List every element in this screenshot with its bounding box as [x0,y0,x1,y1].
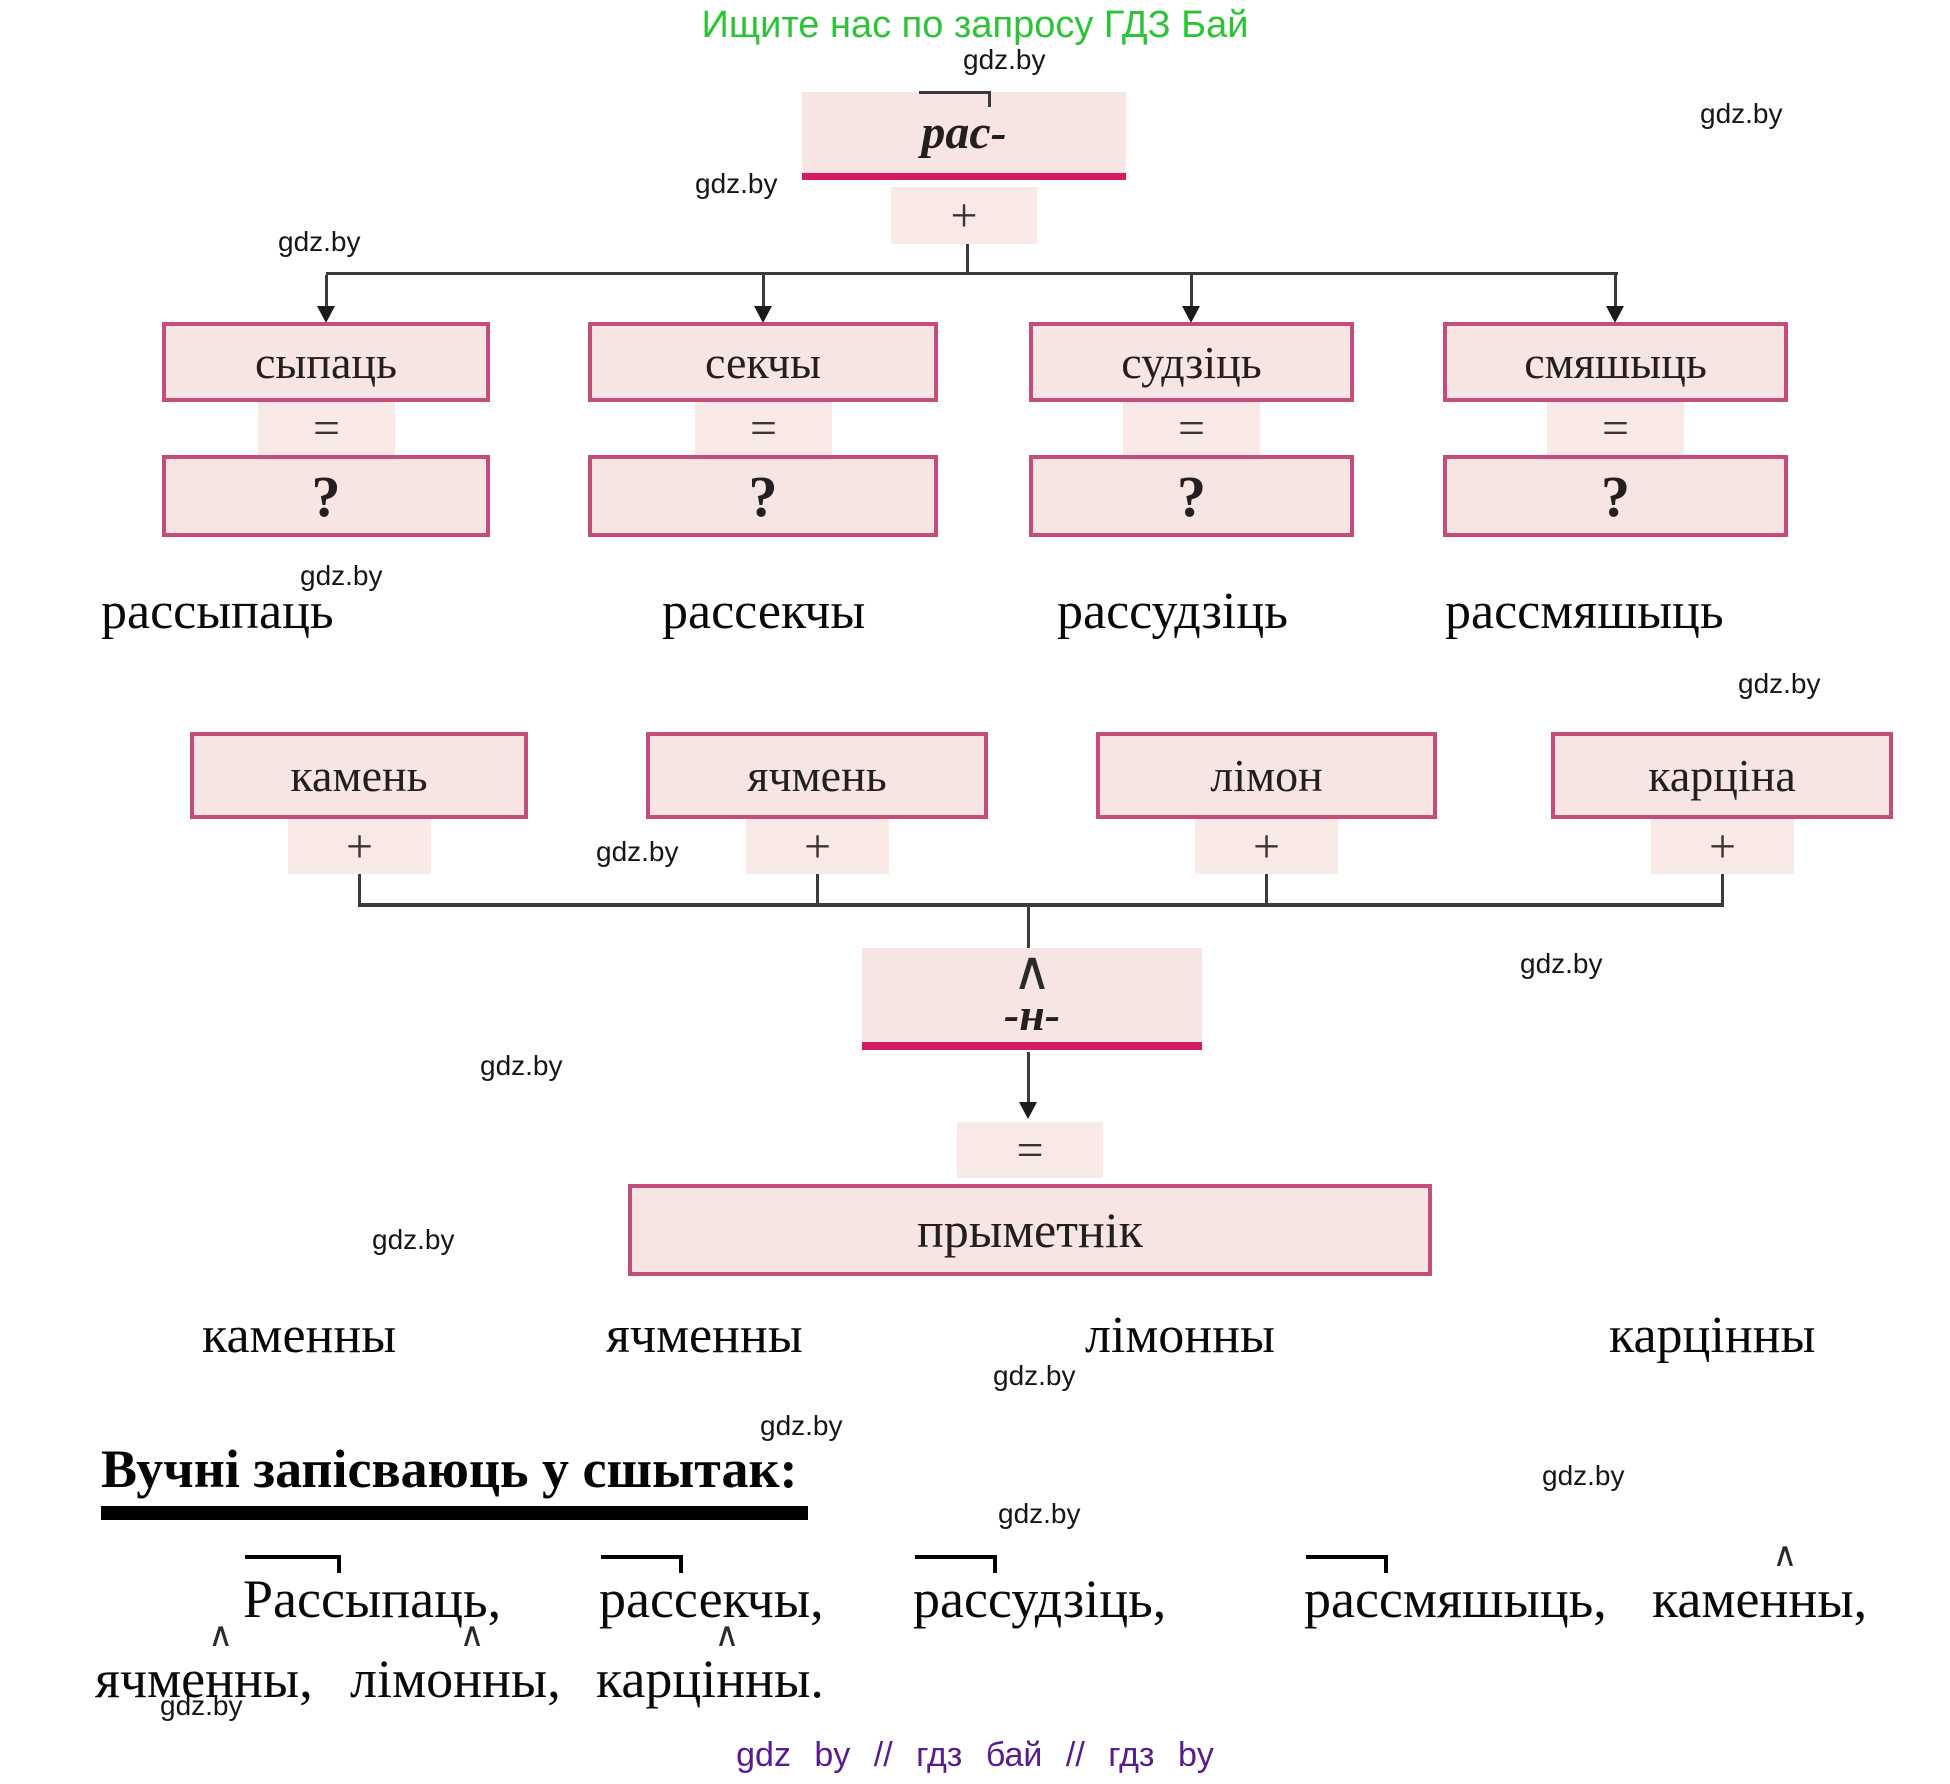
equals-connector: = [258,402,395,455]
result-word: рассекчы [662,583,866,640]
exercise-word: ячменны, [95,1648,313,1710]
arrow-down-icon [1606,306,1624,323]
part-of-speech-box: прыметнік [628,1184,1432,1276]
prefix-mark-icon [245,1555,341,1573]
prefix-morpheme: рас- [919,91,1007,160]
noun-box: карціна [1551,732,1893,819]
exercise-word-text: рассекчы, [599,1569,824,1629]
exercise-word-text: каменны, [1652,1569,1868,1629]
suffix-label: -н- [1003,989,1061,1041]
result-word: ячменны [606,1307,803,1364]
watermark-text: gdz.by [993,1360,1076,1391]
connector-line [358,874,361,906]
noun-box: лімон [1096,732,1437,819]
exercise-word: карцінны. [596,1648,824,1710]
watermark-text: gdz.by [160,1690,243,1721]
connector-line [1190,275,1193,307]
connector-line [1027,1052,1030,1104]
arrow-down-icon [1182,306,1200,323]
equals-connector: = [1547,402,1684,455]
result-word: каменны [202,1307,397,1364]
connector-line [325,275,328,307]
arrow-down-icon [1019,1102,1037,1119]
connector-line [966,244,969,274]
prefix-box: рас- [802,91,1126,180]
watermark-text: gdz.by [1520,948,1603,979]
question-box: ? [1443,455,1788,537]
watermark-text: gdz.by [1542,1460,1625,1491]
noun-box: ячмень [646,732,988,819]
exercise-word-text: лімонны, [350,1649,561,1709]
verb-box: судзіць [1029,322,1354,402]
suffix-caret-icon [1012,949,1052,992]
exercise-word: лімонны, [350,1648,561,1710]
exercise-heading: Вучні запісваюць у сшытак: [101,1438,808,1520]
arrow-down-icon [754,306,772,323]
exercise-word-text: карцінны. [596,1649,824,1709]
watermark-text: gdz.by [963,44,1046,75]
connector-line [762,275,765,307]
equals-connector: = [1123,402,1260,455]
exercise-word-text: рассудзіць, [913,1569,1167,1629]
question-box: ? [588,455,938,537]
equals-connector: = [957,1122,1103,1178]
connector-line [1027,905,1030,950]
watermark-text: gdz.by [596,836,679,867]
connector-line [1265,874,1268,906]
question-box: ? [1029,455,1354,537]
plus-connector: + [1651,819,1794,874]
prefix-mark-icon [919,91,991,107]
prefix-mark-icon [1306,1555,1388,1573]
exercise-word: каменны, [1652,1568,1867,1630]
connector-line [358,903,1724,907]
exercise-word-text: рассмяшыць, [1304,1569,1607,1629]
exercise-word-text: ячменны, [95,1649,313,1709]
arrow-down-icon [317,306,335,323]
promo-banner-text: Ищите нас по запросу ГДЗ Бай [701,4,1249,46]
result-word: карцінны [1609,1307,1816,1364]
watermark-text: gdz.by [998,1498,1081,1529]
suffix-caret-icon [460,1618,485,1652]
suffix-caret-icon [714,1618,739,1652]
exercise-word: Рассыпаць, [243,1555,502,1630]
footer-branding-text: gdz by // гдз бай // гдз by [736,1736,1214,1774]
noun-box: камень [190,732,528,819]
connector-line [1614,275,1617,307]
watermark-text: gdz.by [300,560,383,591]
watermark-text: gdz.by [695,168,778,199]
watermark-text: gdz.by [1738,668,1821,699]
verb-box: секчы [588,322,938,402]
watermark-text: gdz.by [760,1410,843,1441]
prefix-label: рас- [921,106,1007,159]
prefix-mark-icon [915,1555,997,1573]
plus-connector: + [1195,819,1338,874]
suffix-caret-icon [208,1618,233,1652]
plus-connector: + [746,819,889,874]
result-word: рассыпаць [101,583,334,640]
verb-box: смяшыць [1443,322,1788,402]
watermark-text: gdz.by [480,1050,563,1081]
connector-line [816,874,819,906]
exercise-word: рассудзіць, [913,1555,1167,1630]
result-word: рассудзіць [1057,583,1288,640]
connector-line [1721,874,1724,906]
exercise-word-text: Рассыпаць, [243,1569,502,1629]
suffix-caret-icon [1772,1538,1797,1572]
watermark-text: gdz.by [372,1224,455,1255]
plus-connector: + [288,819,431,874]
exercise-word: рассекчы, [599,1555,824,1630]
exercise-word: рассмяшыць, [1304,1555,1607,1630]
equals-connector: = [695,402,832,455]
watermark-text: gdz.by [1700,98,1783,129]
connector-line [326,272,1618,275]
result-word: лімонны [1085,1307,1275,1364]
plus-connector: + [891,187,1037,244]
verb-box: сыпаць [162,322,490,402]
suffix-box: -н- [862,948,1202,1050]
question-box: ? [162,455,490,537]
watermark-text: gdz.by [278,226,361,257]
prefix-mark-icon [601,1555,683,1573]
result-word: рассмяшыць [1445,583,1724,640]
